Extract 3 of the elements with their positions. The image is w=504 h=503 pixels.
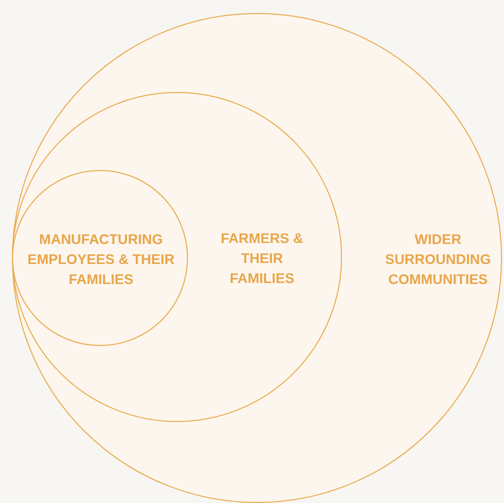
circle-label: WIDER SURROUNDING COMMUNITIES [384,230,492,289]
circle-label: MANUFACTURING EMPLOYEES & THEIR FAMILIES [26,230,176,289]
circle-label: FARMERS & THEIR FAMILIES [220,229,304,288]
